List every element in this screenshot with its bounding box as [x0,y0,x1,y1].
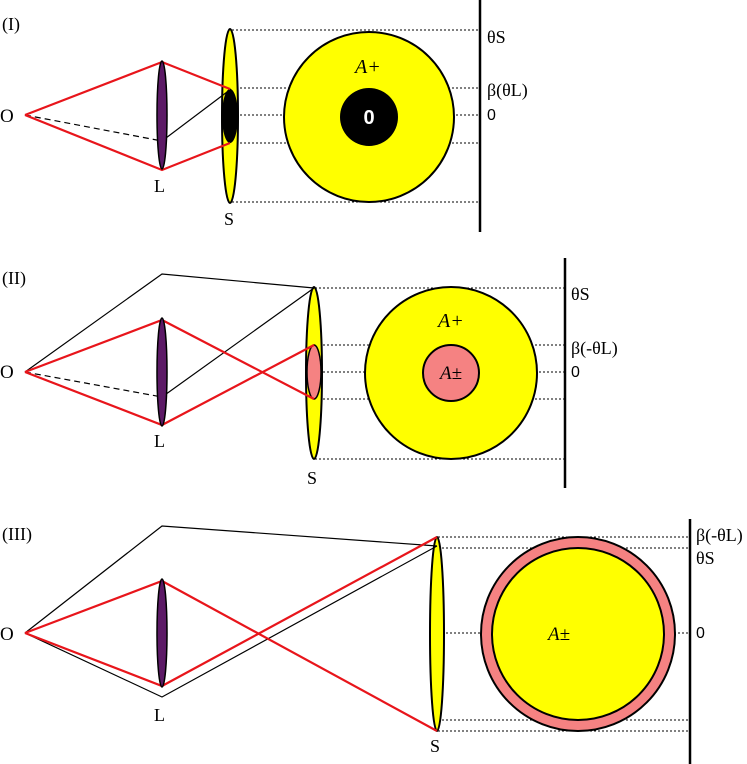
lens-label: L [154,705,165,725]
observer-label: O [0,362,14,383]
source-label: S [307,468,317,488]
pink-region [306,344,322,400]
red-ray-lower [24,344,315,427]
panel-II: (II) O L S A+ A± θS β(-θL) 0 [0,258,618,488]
red-ray-lower [24,536,438,688]
axis-label-zero: 0 [696,625,705,642]
source-label: S [430,736,440,756]
source-plane [429,536,445,732]
panel-I: (I) O L S A+ 0 θS β(θL) 0 [0,0,528,232]
panel-label: (I) [2,14,20,35]
lens-label: L [154,431,165,451]
red-ray-upper [24,318,315,400]
lens [156,60,168,170]
black-ray-lower [161,287,315,398]
lens [156,578,168,688]
axis-label-theta-s: θS [571,284,590,304]
axis-label-theta-s: θS [696,548,715,568]
inner-region [422,344,480,402]
source-label: S [224,209,234,229]
black-ray-upper [24,273,315,373]
outer-region-label: A+ [353,56,381,78]
observer-label: O [0,624,14,645]
lens [156,317,168,427]
inner-region-label: A± [438,363,462,384]
black-shadow [222,89,238,143]
lens-label: L [154,176,165,196]
axis-label-beta: β(-θL) [696,525,743,546]
inner-region [491,547,665,721]
black-ray [161,88,232,142]
axis-label-zero: 0 [487,107,496,124]
red-ray-upper [24,60,231,117]
observer-label: O [0,106,14,127]
inner-region [340,88,398,146]
black-ray-upper [24,525,438,634]
dashed-ray [24,114,163,142]
dashed-ray [24,371,163,398]
inner-region-label: 0 [363,107,374,129]
axis-label-beta: β(θL) [487,80,528,101]
outer-region-label: A+ [436,310,464,332]
panel-label: (II) [2,268,26,289]
black-ray-lower [24,545,438,698]
axis-label-zero: 0 [571,364,580,381]
axis-label-beta: β(-θL) [571,338,618,359]
axis-label-theta-s: θS [487,27,506,47]
red-ray-lower [24,113,231,172]
panel-III: (III) O L S A± β(-θL) θS 0 [0,519,743,764]
inner-region-label: A± [546,624,570,645]
panel-label: (III) [2,524,32,545]
